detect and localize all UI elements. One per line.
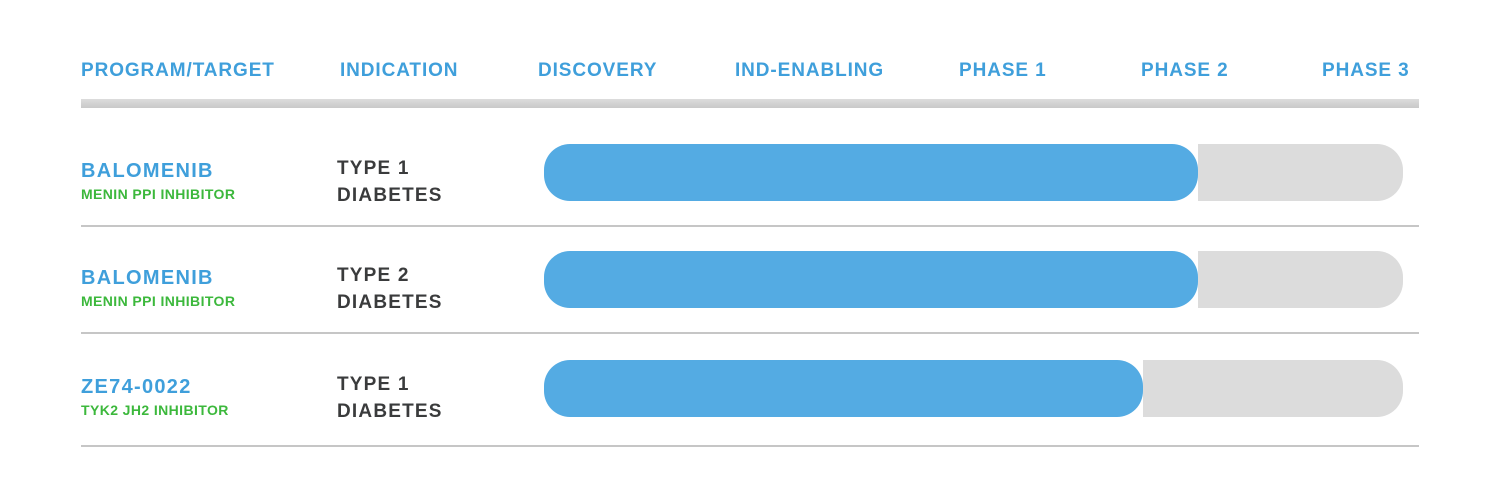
indication-line-1: TYPE 1 [337,158,410,179]
column-header-program-target: PROGRAM/TARGET [81,60,275,81]
stage-progress-fill [544,360,1143,417]
stage-progress-remainder [1197,144,1403,201]
column-header-phase-3: PHASE 3 [1322,60,1410,81]
indication-label: TYPE 1 DIABETES [337,155,443,209]
indication-label: TYPE 1 DIABETES [337,371,443,425]
row-divider [81,225,1419,227]
stage-progress-track [544,251,1403,308]
indication-line-2: DIABETES [337,185,443,206]
indication-label: TYPE 2 DIABETES [337,262,443,316]
column-header-ind-enabling: IND-ENABLING [735,60,885,81]
indication-line-2: DIABETES [337,401,443,422]
indication-line-1: TYPE 2 [337,265,410,286]
stage-progress-fill [544,251,1198,308]
stage-progress-remainder [1142,360,1403,417]
program-name: BALOMENIB [81,160,214,182]
indication-line-2: DIABETES [337,292,443,313]
row-divider [81,332,1419,334]
pipeline-row: BALOMENIB MENIN PPI INHIBITOR TYPE 1 DIA… [0,144,1500,234]
column-header-discovery: DISCOVERY [538,60,658,81]
stage-progress-track [544,360,1403,417]
stage-progress-fill [544,144,1198,201]
bottom-divider [81,445,1419,447]
pipeline-row: ZE74-0022 TYK2 JH2 INHIBITOR TYPE 1 DIAB… [0,360,1500,450]
program-target: MENIN PPI INHIBITOR [81,293,236,309]
indication-line-1: TYPE 1 [337,374,410,395]
column-header-indication: INDICATION [340,60,459,81]
pipeline-row: BALOMENIB MENIN PPI INHIBITOR TYPE 2 DIA… [0,251,1500,341]
program-name: BALOMENIB [81,267,214,289]
program-target: TYK2 JH2 INHIBITOR [81,402,229,418]
program-target: MENIN PPI INHIBITOR [81,186,236,202]
header-rule [81,99,1419,108]
program-name: ZE74-0022 [81,376,192,398]
stage-progress-track [544,144,1403,201]
stage-progress-remainder [1197,251,1403,308]
column-header-phase-2: PHASE 2 [1141,60,1229,81]
column-header-phase-1: PHASE 1 [959,60,1047,81]
